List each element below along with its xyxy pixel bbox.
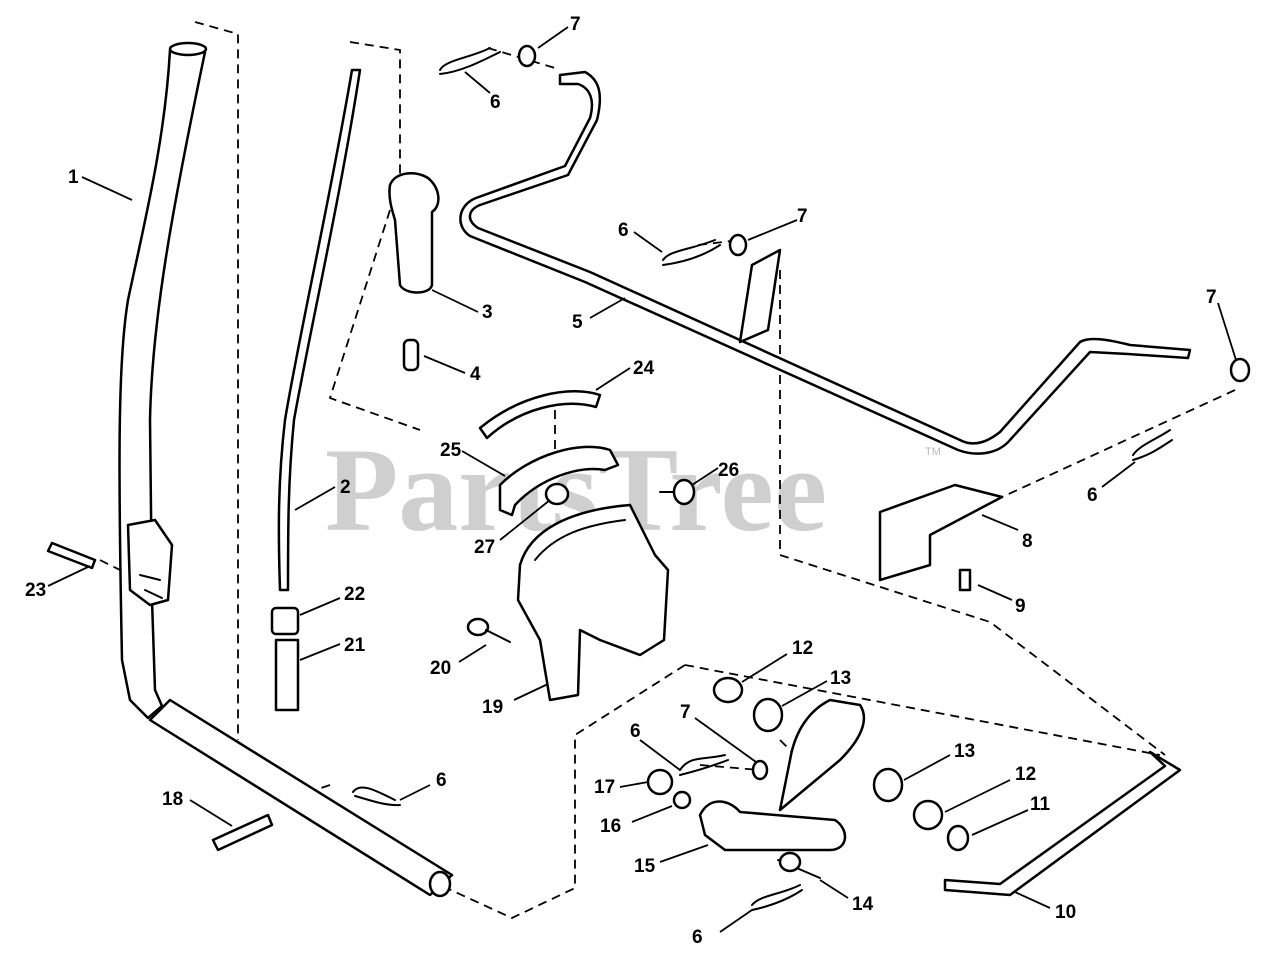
callout-6a: 6 [490, 92, 501, 113]
callout-2: 2 [340, 477, 351, 498]
callout-16: 16 [600, 816, 621, 837]
callout-3: 3 [482, 302, 493, 323]
lift-rod-bracket [738, 248, 782, 344]
roll-pin [402, 338, 420, 372]
shift-lever-tube [118, 41, 454, 898]
callout-6b: 6 [618, 220, 629, 241]
callout-1: 1 [68, 167, 79, 188]
callout-13a: 13 [830, 668, 851, 689]
callout-7a: 7 [570, 14, 581, 35]
callout-4: 4 [470, 364, 481, 385]
shoulder-bolt [777, 851, 821, 879]
index-plate-strip [478, 390, 602, 440]
callout-9: 9 [1015, 596, 1026, 617]
washer-12b [912, 799, 944, 831]
lift-link-rod [943, 750, 1182, 897]
spring-pin [46, 541, 97, 570]
shift-knob [388, 172, 440, 294]
angle-bracket [878, 483, 1004, 582]
callout-17: 17 [594, 777, 615, 798]
callout-12b: 12 [1015, 764, 1036, 785]
shift-plate [516, 503, 670, 702]
callout-25: 25 [440, 440, 462, 461]
callout-6d: 6 [436, 770, 447, 791]
callout-15: 15 [634, 856, 656, 877]
callout-18: 18 [162, 789, 183, 810]
lockwasher-16 [672, 790, 692, 810]
washer-12a [712, 676, 744, 704]
carriage-bolt [659, 478, 696, 506]
lift-arm-15 [698, 800, 847, 852]
callout-12a: 12 [792, 638, 813, 659]
hex-nut-17 [646, 768, 674, 796]
callout-6c: 6 [1087, 485, 1098, 506]
callout-8: 8 [1022, 531, 1033, 552]
washer-7-top [517, 44, 537, 68]
clevis-pin [211, 813, 274, 852]
callout-14: 14 [852, 894, 874, 915]
bushing-13b [872, 767, 904, 803]
callout-7b: 7 [797, 206, 808, 227]
callout-22: 22 [344, 584, 365, 605]
callout-11: 11 [1030, 794, 1051, 815]
bolt-20 [466, 617, 511, 643]
washer-7-right [1229, 357, 1251, 383]
watermark-trademark: TM [925, 446, 941, 458]
callout-19: 19 [482, 697, 503, 718]
hairpins [352, 47, 1173, 911]
callout-13b: 13 [954, 741, 975, 762]
lift-rod [459, 70, 1192, 455]
callout-21: 21 [344, 635, 366, 656]
shift-rod [277, 68, 362, 592]
callout-6f: 6 [692, 927, 703, 948]
callout-6e: 6 [630, 721, 641, 742]
screw-9 [958, 568, 972, 592]
callout-5: 5 [572, 312, 583, 333]
bushing-13a [752, 697, 784, 733]
snap-ring [946, 824, 970, 852]
callout-23: 23 [25, 580, 46, 601]
washer-7-center [728, 233, 748, 257]
callout-7d: 7 [680, 702, 691, 723]
spring [274, 638, 300, 712]
callout-7c: 7 [1206, 287, 1217, 308]
callouts: 1 2 3 4 5 6 6 6 6 6 6 7 7 7 7 8 9 10 11 … [25, 14, 1217, 948]
callout-20: 20 [430, 658, 451, 679]
spacer [270, 606, 300, 636]
shift-guide [498, 445, 620, 517]
lift-arm-link [778, 698, 866, 812]
callout-26: 26 [718, 460, 739, 481]
callout-27: 27 [474, 537, 495, 558]
washer-7-mid [751, 759, 769, 781]
hex-nut [544, 482, 570, 506]
callout-10: 10 [1055, 902, 1076, 923]
callout-24: 24 [633, 358, 655, 379]
leader-lines [47, 26, 1237, 933]
